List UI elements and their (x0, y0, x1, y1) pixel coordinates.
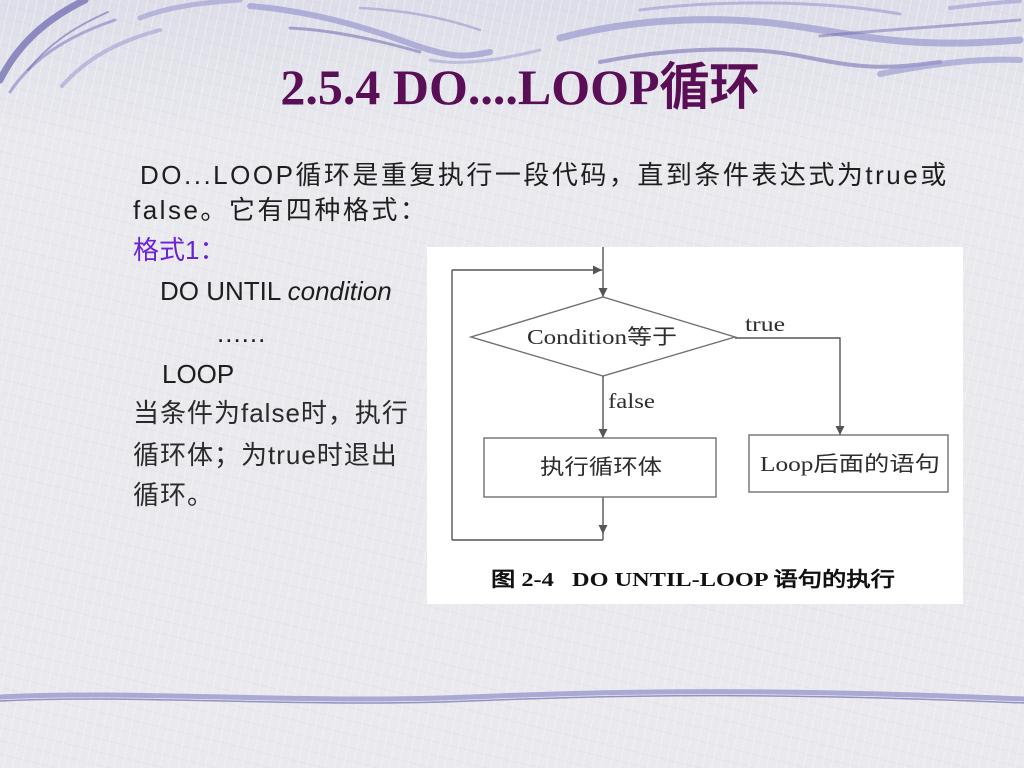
explanation-line-1: 当条件为false时，执行 (133, 398, 409, 428)
top-left-swoosh (137, 0, 243, 21)
explanation-line-3: 循环。 (133, 480, 215, 510)
top-right-swoosh (948, 0, 1022, 10)
loop-body-box (483, 437, 717, 498)
loop-body-label: 执行循环体 (540, 455, 662, 479)
false-label: false (608, 389, 655, 413)
intro-line-2: false。它有四种格式： (133, 195, 429, 225)
after-loop-label: Loop后面的语句 (760, 452, 940, 476)
explanation-line-2: 循环体；为true时退出 (133, 440, 398, 470)
top-right-swoosh (818, 18, 1022, 38)
after-loop-box (748, 434, 949, 493)
slide-title: 2.5.4 DO....LOOP循环 (280, 59, 760, 115)
true-label: true (745, 312, 785, 336)
top-center-swoosh (288, 26, 422, 54)
format-label: 格式1： (133, 235, 226, 265)
top-center-swoosh (358, 6, 482, 32)
code-line-loop: LOOP (162, 359, 235, 389)
top-right-swoosh (638, 1, 902, 16)
code-ellipsis: ...... (217, 318, 267, 348)
code-keyword-do-until: DO UNTIL (160, 276, 288, 306)
top-right-swoosh (556, 16, 1024, 47)
top-center-swoosh (247, 3, 493, 59)
code-line-do-until: DO UNTIL condition (160, 276, 392, 306)
figure-caption: 图 2-4 DO UNTIL-LOOP 语句的执行 (491, 567, 895, 591)
intro-line-1: DO...LOOP循环是重复执行一段代码，直到条件表达式为true或 (140, 160, 949, 190)
flowchart-figure: Condition等于 true false 执行循环体 Loop后面的语句 图… (427, 247, 963, 604)
code-condition: condition (287, 276, 392, 306)
bottom-wave (0, 694, 1024, 704)
bottom-wave (0, 689, 1024, 702)
decision-label: Condition等于 (527, 325, 677, 349)
true-branch-arrow (735, 337, 845, 435)
flowchart-diagram: Condition等于 true false 执行循环体 Loop后面的语句 图… (451, 247, 949, 591)
